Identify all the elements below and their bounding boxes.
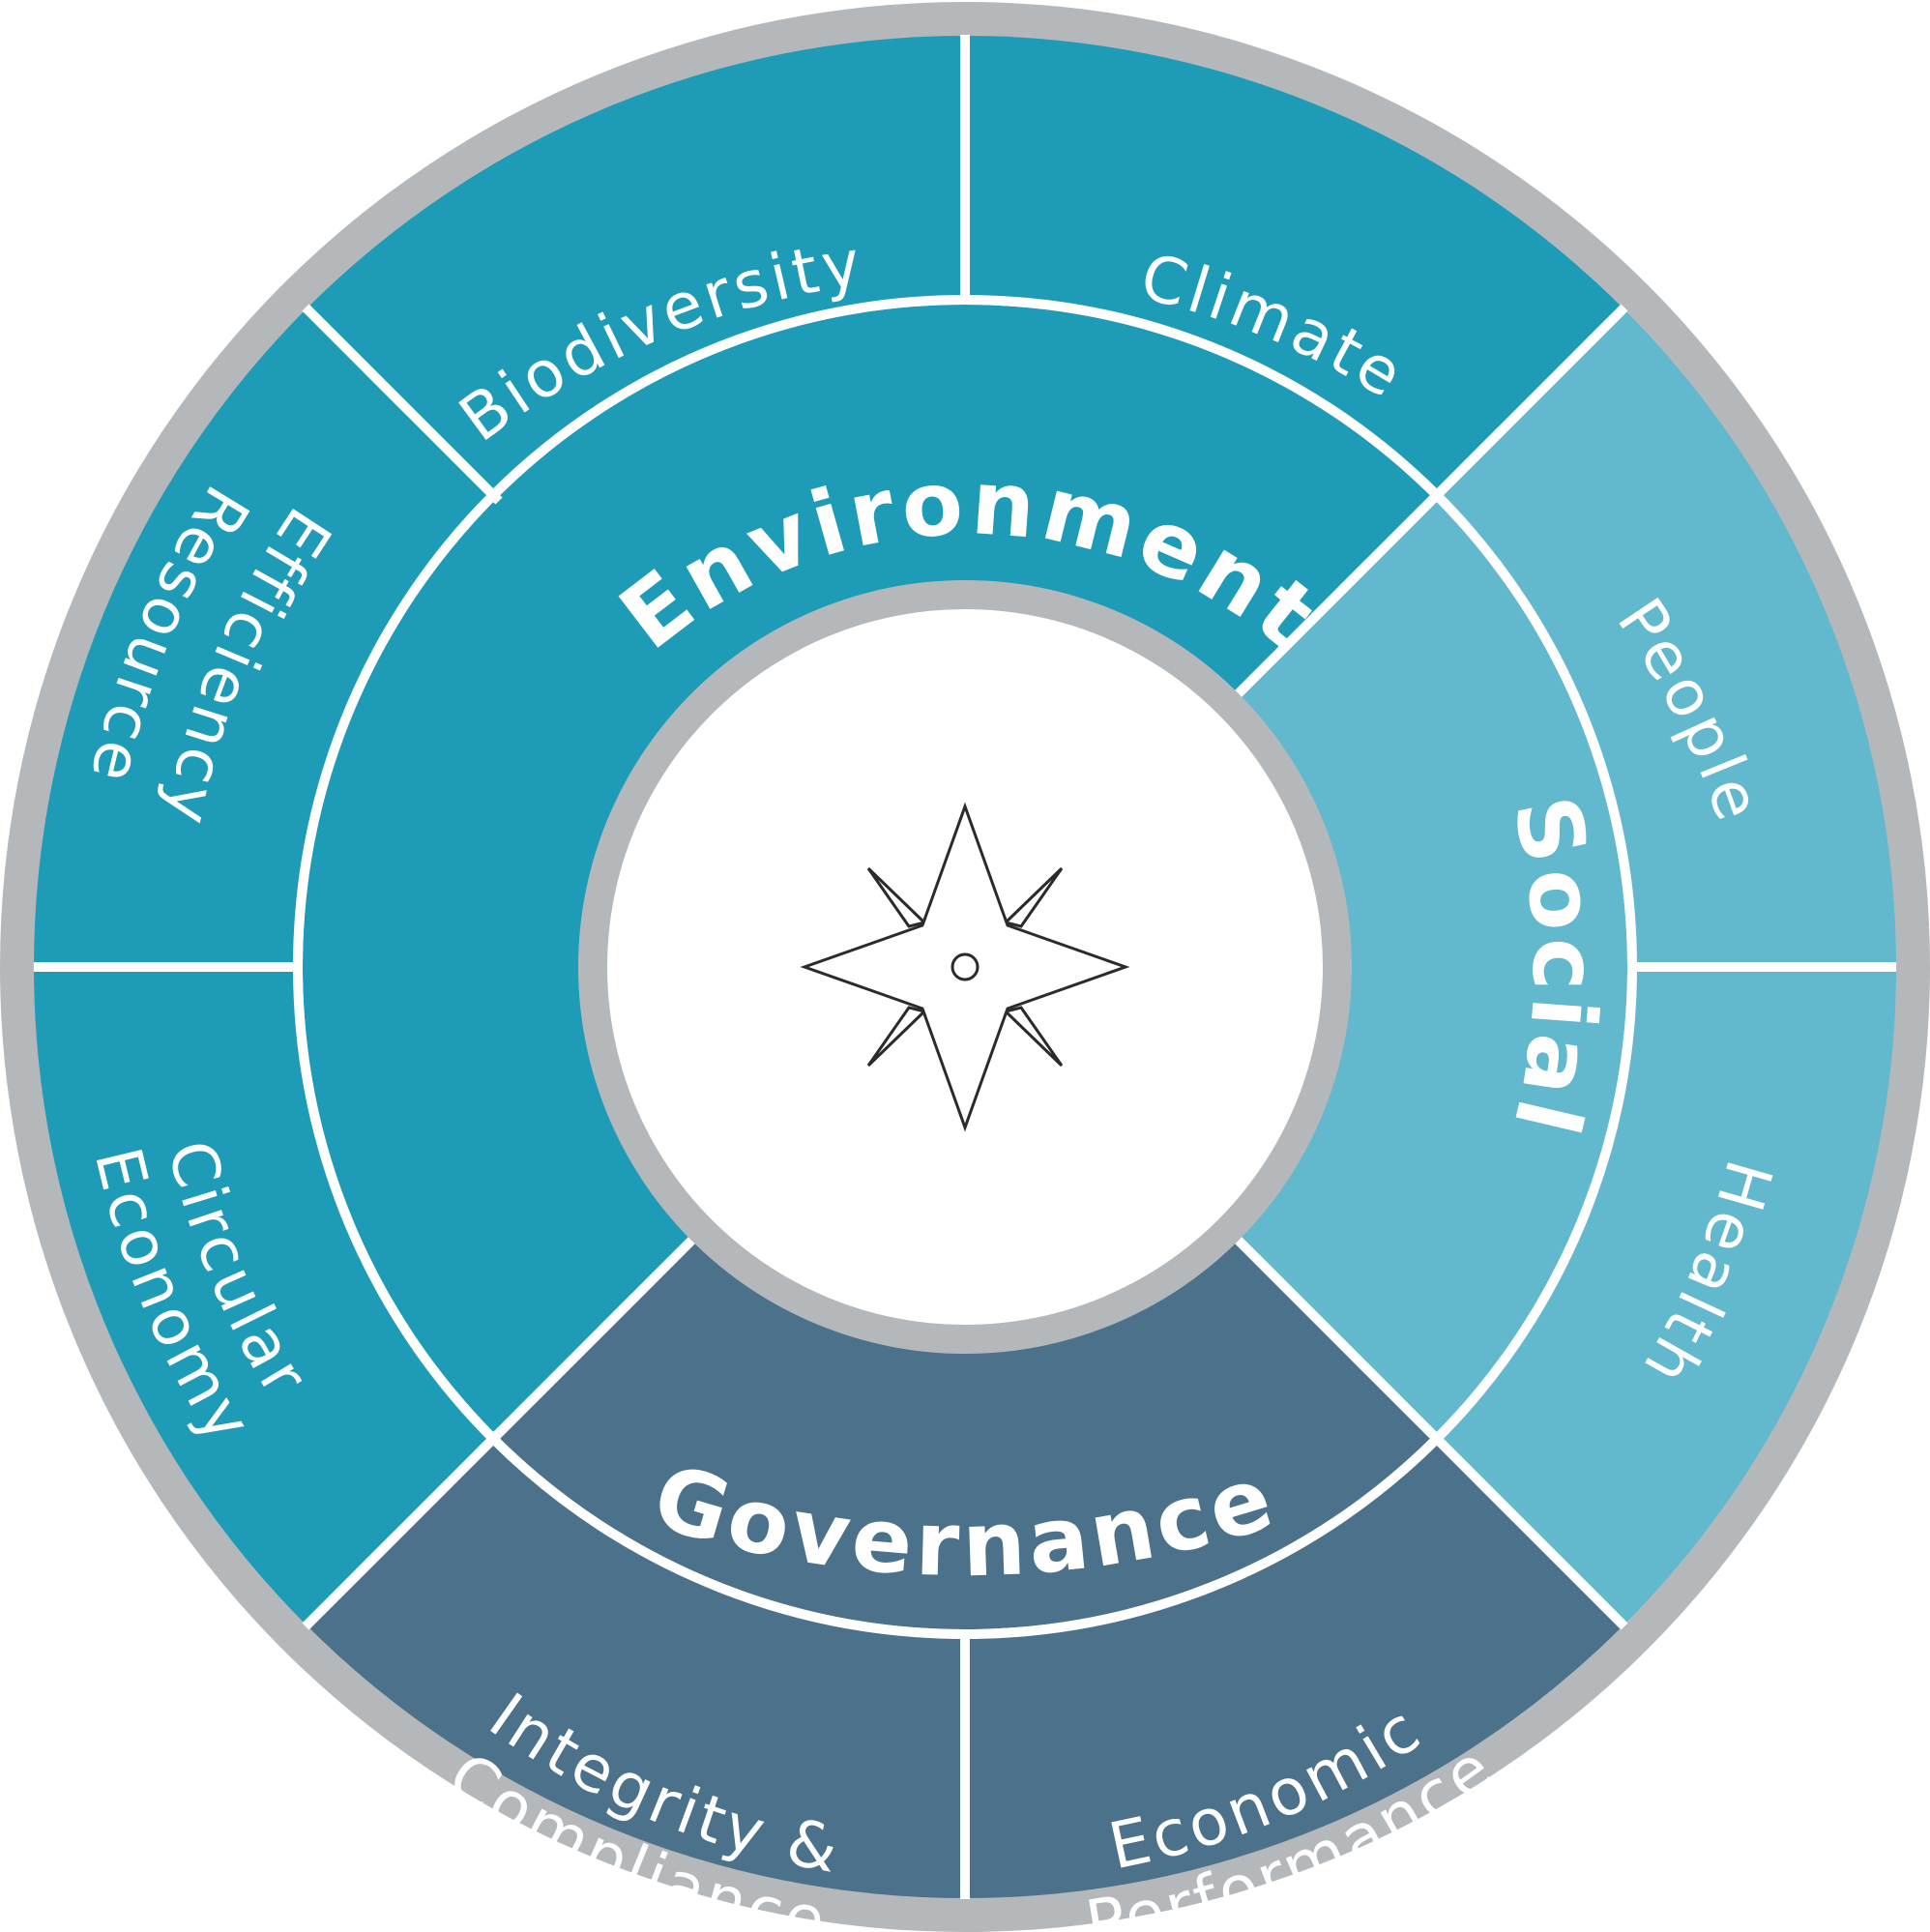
divider-lines <box>34 35 1896 1899</box>
compass-star-icon <box>800 802 1130 1132</box>
